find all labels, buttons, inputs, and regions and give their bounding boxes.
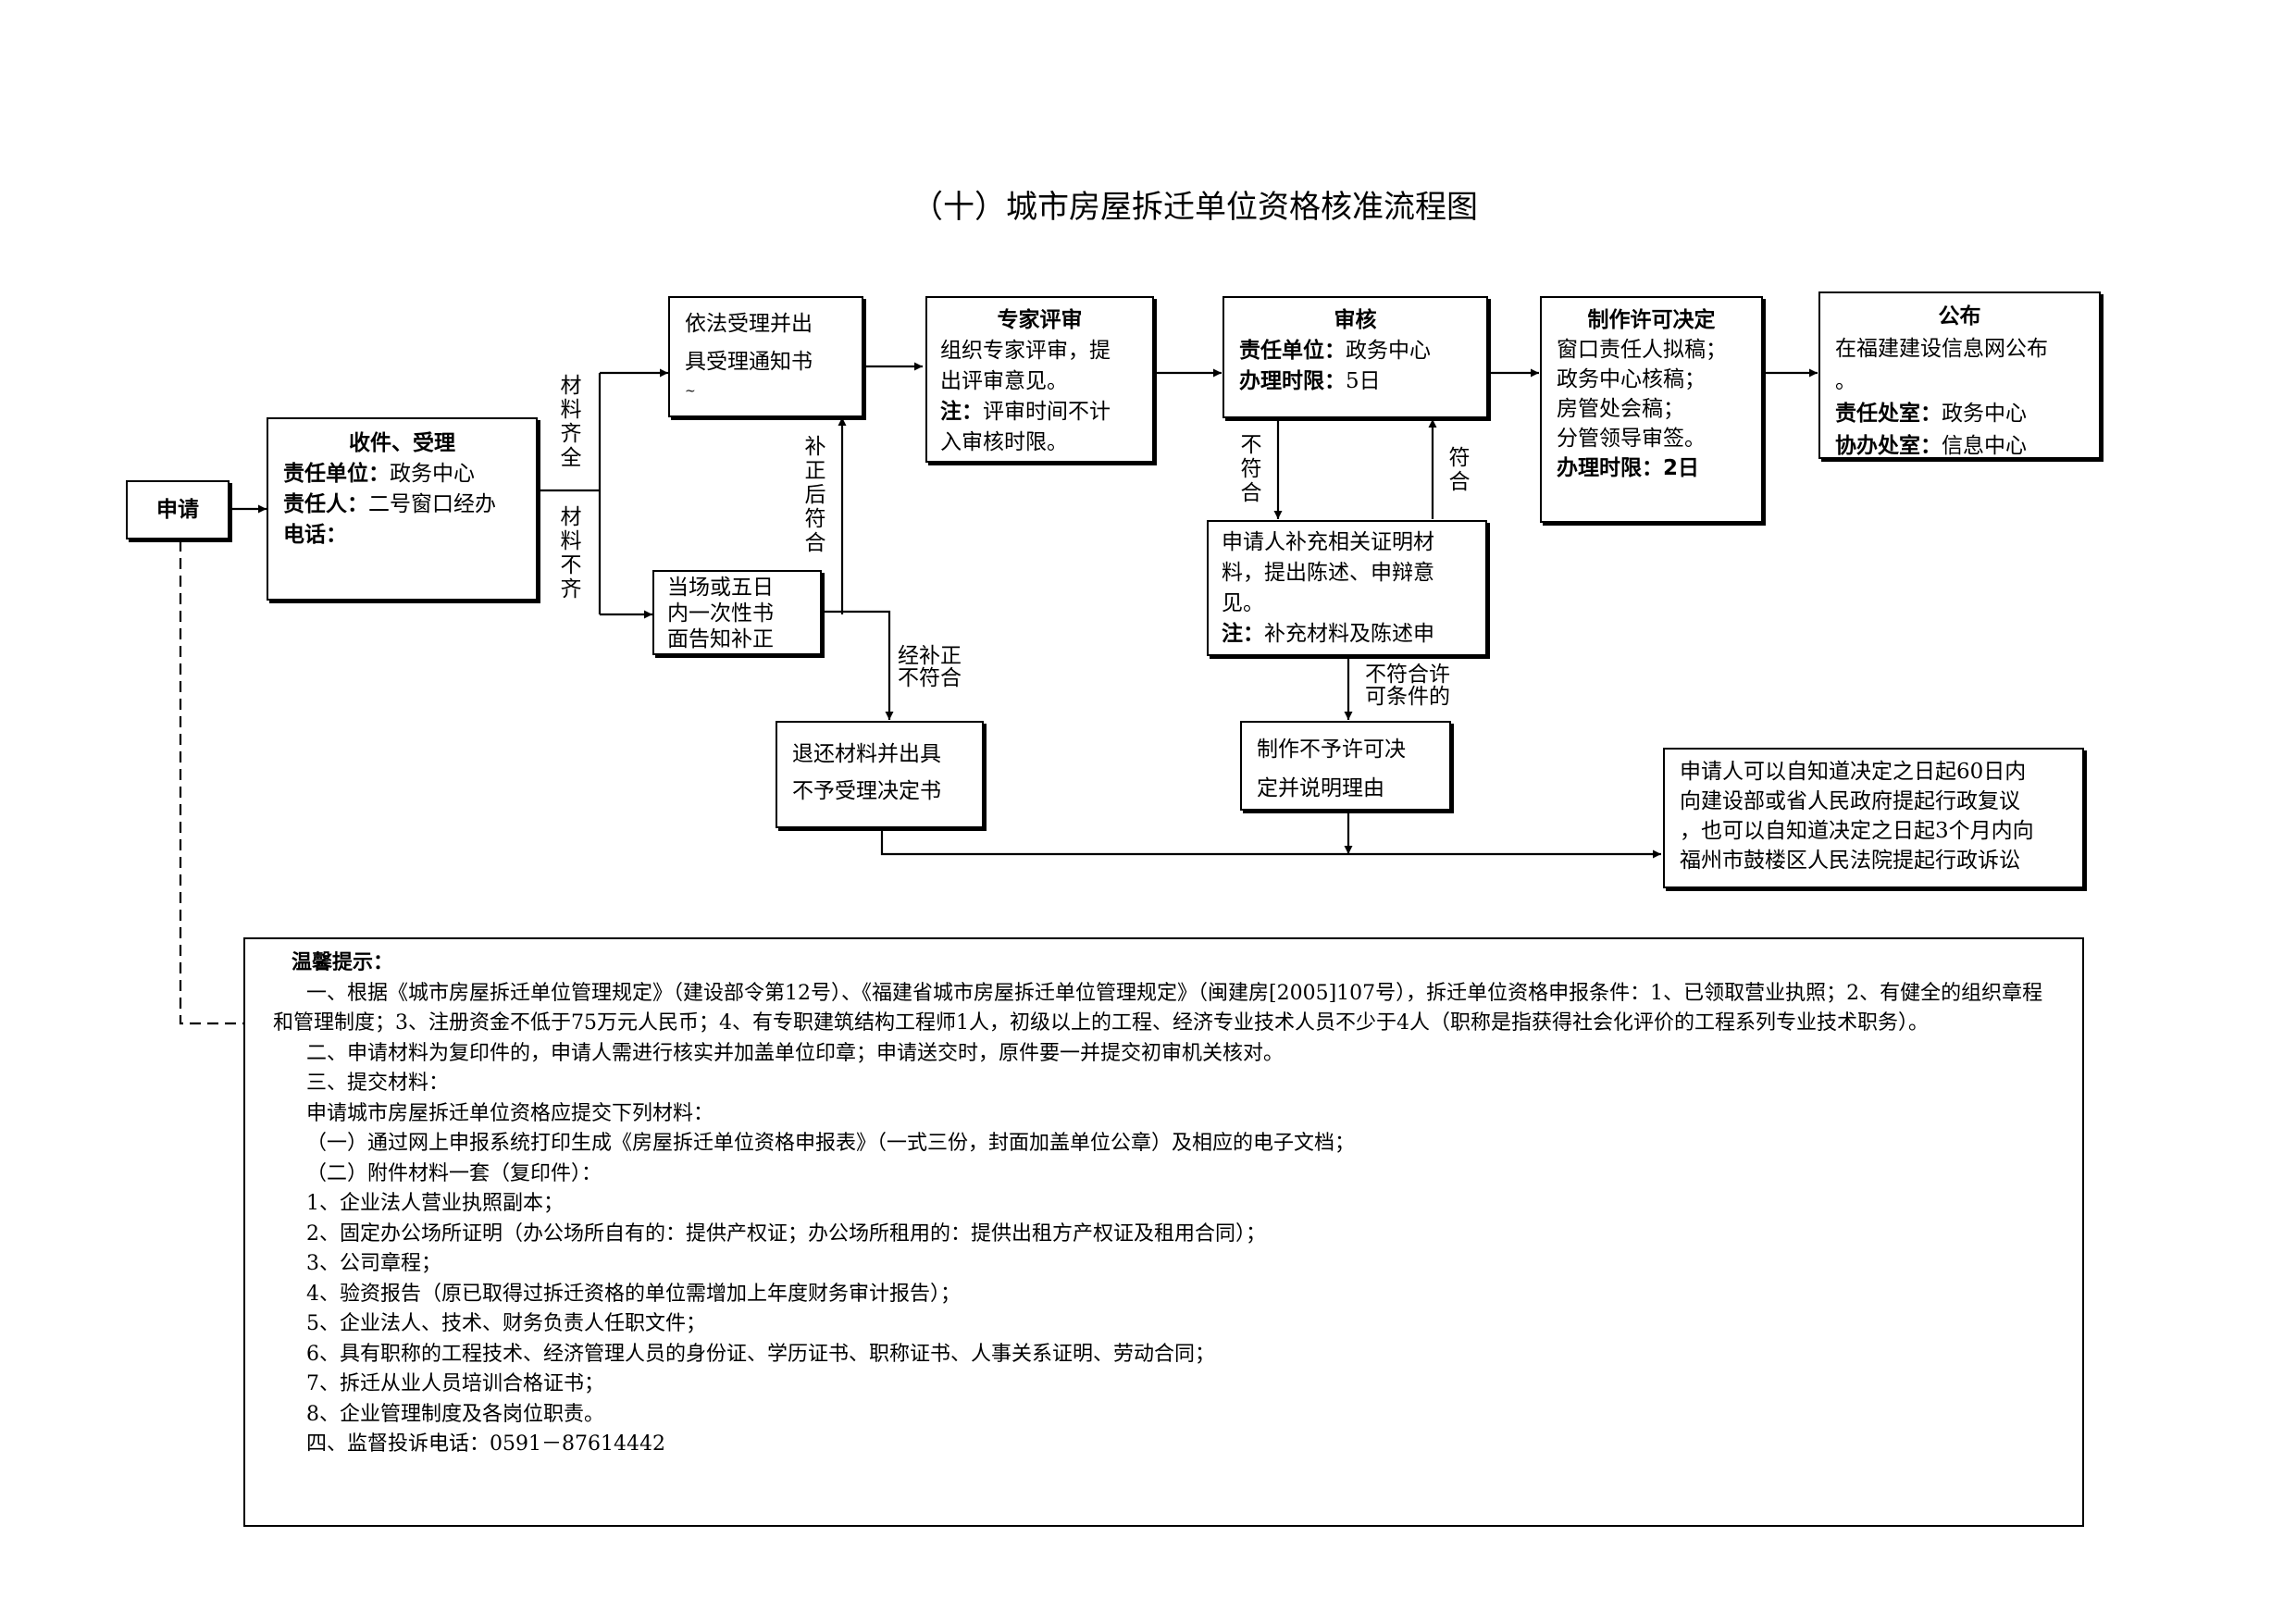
deny-box: 制作不予许可决 定并说明理由 bbox=[1240, 721, 1451, 811]
label-corrected-fail-2: 不符合 bbox=[898, 666, 962, 690]
expert-note-label: 注： bbox=[940, 400, 983, 424]
label-complete: 材料齐全 bbox=[560, 374, 582, 470]
receive-unit-label: 责任单位： bbox=[283, 462, 390, 486]
receive-unit: 政务中心 bbox=[390, 462, 475, 486]
deny-line-1: 制作不予许可决 bbox=[1257, 738, 1406, 762]
notes-item-7: 7、拆迁从业人员培训合格证书； bbox=[306, 1372, 604, 1395]
supplement-line-3: 面告知补正 bbox=[667, 627, 774, 651]
supplement-line-2: 内一次性书 bbox=[667, 601, 774, 626]
appeal-note: 补充材料及陈述申 bbox=[1264, 622, 1434, 646]
reject-line-1: 退还材料并出具 bbox=[792, 742, 941, 766]
label-corrected-fail: 经补正 不符合 bbox=[898, 645, 962, 689]
notes-item-2: 2、固定办公场所证明（办公场所自有的：提供产权证；办公场所租用的：提供出租方产权… bbox=[306, 1221, 1267, 1246]
notes-paragraph-6: （二）附件材料一套（复印件）： bbox=[306, 1161, 602, 1185]
supplement-box: 当场或五日 内一次性书 面告知补正 bbox=[652, 570, 822, 655]
expert-box: 专家评审 组织专家评审，提 出评审意见。 注：评审时间不计 入审核时限。 bbox=[925, 296, 1154, 463]
accept-box: 依法受理并出 具受理通知书 ~ bbox=[668, 296, 863, 417]
appeal-box: 申请人补充相关证明材 料，提出陈述、申辩意 见。 注：补充材料及陈述申 bbox=[1207, 520, 1487, 656]
expert-line-2: 出评审意见。 bbox=[940, 369, 1068, 393]
remedy-line-1: 申请人可以自知道决定之日起60日内 bbox=[1680, 760, 2027, 784]
remedy-box: 申请人可以自知道决定之日起60日内 向建设部或省人民政府提起行政复议 ，也可以自… bbox=[1663, 748, 2084, 888]
apply-label: 申请 bbox=[156, 498, 199, 522]
edge-reject-remedy bbox=[880, 829, 1661, 859]
notes-panel: 温馨提示： 一、根据《城市房屋拆迁单位管理规定》（建设部令第12号）、《福建省城… bbox=[243, 937, 2084, 1527]
label-not-meet-1: 不符合许 bbox=[1365, 663, 1450, 687]
publish-office: 政务中心 bbox=[1942, 402, 2027, 426]
notes-item-5: 5、企业法人、技术、财务负责人任职文件； bbox=[306, 1312, 706, 1335]
appeal-line-1: 申请人补充相关证明材 bbox=[1222, 530, 1434, 554]
notes-item-1: 1、企业法人营业执照副本； bbox=[306, 1192, 564, 1215]
accept-line-3: ~ bbox=[685, 384, 696, 399]
label-incomplete: 材料不齐 bbox=[560, 505, 582, 601]
remedy-line-3: ，也可以自知道决定之日起3个月内向 bbox=[1680, 819, 2034, 843]
decision-line-4: 分管领导审签。 bbox=[1557, 427, 1706, 451]
expert-note-1: 评审时间不计 bbox=[983, 400, 1111, 424]
deny-line-2: 定并说明理由 bbox=[1257, 776, 1384, 800]
expert-heading: 专家评审 bbox=[997, 308, 1083, 332]
label-ok: 符合 bbox=[1448, 446, 1471, 494]
reject-line-2: 不予受理决定书 bbox=[792, 779, 941, 803]
publish-office-label: 责任处室： bbox=[1835, 402, 1942, 426]
notes-item-3: 3、公司章程； bbox=[306, 1252, 441, 1275]
notes-item-8: 8、企业管理制度及各岗位职责。 bbox=[306, 1402, 604, 1426]
edge-apply-notes bbox=[179, 540, 243, 1025]
publish-line-1: 在福建建设信息网公布 bbox=[1835, 337, 2048, 361]
publish-heading: 公布 bbox=[1938, 304, 1981, 329]
decision-line-2: 政务中心核稿； bbox=[1557, 367, 1706, 391]
receive-heading: 收件、受理 bbox=[349, 431, 455, 455]
expert-note-2: 入审核时限。 bbox=[940, 430, 1068, 454]
label-corrected-fail-1: 经补正 bbox=[898, 644, 962, 668]
decision-heading: 制作许可决定 bbox=[1587, 308, 1716, 332]
supplement-line-1: 当场或五日 bbox=[667, 576, 774, 600]
label-not-meet-2: 可条件的 bbox=[1365, 685, 1450, 709]
notes-paragraph-4: 申请城市房屋拆迁单位资格应提交下列材料： bbox=[306, 1101, 714, 1125]
notes-paragraph-1: 一、根据《城市房屋拆迁单位管理规定》（建设部令第12号）、《福建省城市房屋拆迁单… bbox=[273, 981, 2043, 1035]
decision-time: 2日 bbox=[1663, 456, 1700, 480]
receive-box: 收件、受理 责任单位：政务中心 责任人：二号窗口经办 电话： bbox=[267, 417, 538, 601]
decision-line-1: 窗口责任人拟稿； bbox=[1557, 338, 1727, 362]
publish-assist: 信息中心 bbox=[1942, 434, 2027, 458]
accept-line-1: 依法受理并出 bbox=[685, 312, 813, 336]
review-box: 审核 责任单位：政务中心 办理时限：5日 bbox=[1222, 296, 1488, 418]
appeal-line-2: 料，提出陈述、申辩意 bbox=[1222, 561, 1434, 585]
remedy-line-2: 向建设部或省人民政府提起行政复议 bbox=[1680, 789, 2020, 813]
appeal-note-label: 注： bbox=[1222, 622, 1264, 646]
decision-line-3: 房管处会稿； bbox=[1557, 397, 1684, 421]
appeal-line-3: 见。 bbox=[1222, 591, 1264, 615]
accept-line-2: 具受理通知书 bbox=[685, 350, 813, 374]
review-unit: 政务中心 bbox=[1346, 339, 1431, 363]
expert-line-1: 组织专家评审，提 bbox=[940, 339, 1111, 363]
remedy-line-4: 福州市鼓楼区人民法院提起行政诉讼 bbox=[1680, 849, 2020, 873]
notes-paragraph-2: 二、申请材料为复印件的，申请人需进行核实并加盖单位印章；申请送交时，原件要一并提… bbox=[306, 1041, 1285, 1065]
receive-person-label: 责任人： bbox=[283, 492, 368, 516]
label-not-meet: 不符合许 可条件的 bbox=[1365, 663, 1450, 708]
review-heading: 审核 bbox=[1334, 308, 1377, 332]
apply-box: 申请 bbox=[126, 480, 230, 539]
decision-time-label: 办理时限： bbox=[1557, 456, 1663, 480]
notes-title: 温馨提示： bbox=[292, 951, 394, 974]
label-not-ok: 不符合 bbox=[1240, 433, 1262, 505]
review-time-label: 办理时限： bbox=[1239, 369, 1346, 393]
review-time: 5日 bbox=[1346, 369, 1381, 393]
receive-phone-label: 电话： bbox=[283, 523, 347, 547]
page-title: （十）城市房屋拆迁单位资格核准流程图 bbox=[912, 189, 1478, 226]
decision-box: 制作许可决定 窗口责任人拟稿； 政务中心核稿； 房管处会稿； 分管领导审签。 办… bbox=[1540, 296, 1763, 523]
reject-box: 退还材料并出具 不予受理决定书 bbox=[776, 721, 984, 828]
notes-paragraph-5: （一）通过网上申报系统打印生成《房屋拆迁单位资格申报表》（一式三份，封面加盖单位… bbox=[306, 1132, 1356, 1155]
edge-supplement-reject bbox=[822, 610, 894, 720]
publish-line-2: 。 bbox=[1835, 369, 1856, 393]
label-corrected-ok: 补正后符合 bbox=[804, 435, 826, 555]
publish-box: 公布 在福建建设信息网公布 。 责任处室：政务中心 协办处室：信息中心 bbox=[1818, 291, 2101, 459]
notes-paragraph-7: 四、监督投诉电话：0591－87614442 bbox=[306, 1432, 665, 1456]
notes-item-6: 6、具有职称的工程技术、经济管理人员的身份证、学历证书、职称证书、人事关系证明、… bbox=[306, 1342, 1216, 1366]
receive-person: 二号窗口经办 bbox=[368, 492, 496, 516]
publish-assist-label: 协办处室： bbox=[1835, 434, 1942, 458]
notes-paragraph-3: 三、提交材料： bbox=[306, 1072, 450, 1095]
review-unit-label: 责任单位： bbox=[1239, 339, 1346, 363]
notes-item-4: 4、验资报告（原已取得过拆迁资格的单位需增加上年度财务审计报告）； bbox=[306, 1282, 961, 1306]
